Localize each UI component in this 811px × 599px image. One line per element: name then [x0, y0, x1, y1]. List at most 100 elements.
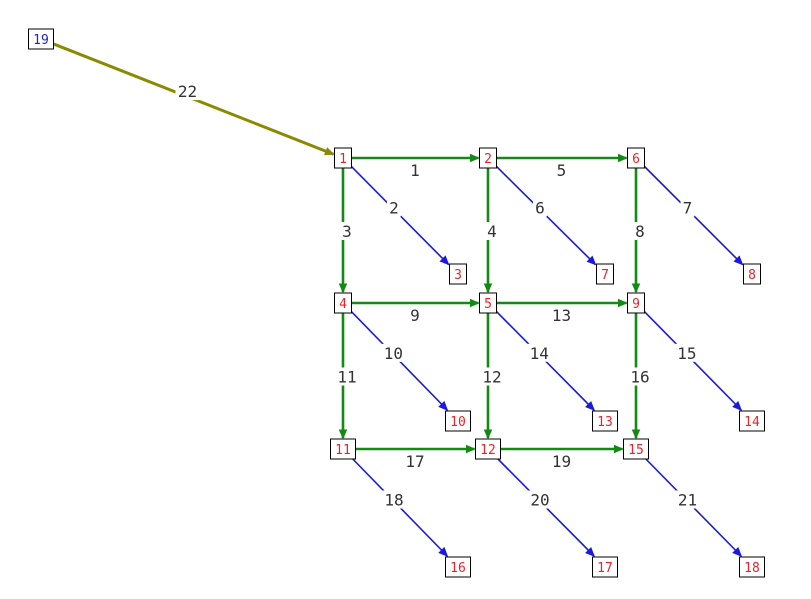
arrowhead-icon — [631, 283, 641, 294]
edge-label-text: 6 — [535, 199, 545, 218]
arrowhead-icon — [618, 153, 628, 163]
node-box — [475, 438, 501, 460]
arrowhead-icon — [614, 444, 624, 454]
node-box — [627, 147, 645, 169]
node-label: 4 — [339, 297, 347, 312]
arrowhead-icon — [438, 400, 449, 411]
node-label: 18 — [744, 561, 760, 576]
node-box — [479, 147, 497, 169]
edge-label-background — [175, 82, 200, 101]
node-3[interactable]: 3 — [449, 263, 467, 285]
edge-label-text: 2 — [389, 198, 399, 217]
node-box — [449, 263, 467, 285]
edge-label-background — [527, 343, 552, 362]
node-5[interactable]: 5 — [479, 292, 497, 314]
edge-label-text: 3 — [342, 222, 352, 241]
node-9[interactable]: 9 — [627, 292, 645, 314]
node-label: 8 — [748, 268, 756, 283]
node-2[interactable]: 2 — [479, 147, 497, 169]
node-label: 17 — [597, 561, 613, 576]
node-4[interactable]: 4 — [334, 292, 352, 314]
edge-label-text: 1 — [410, 161, 420, 180]
edge-label-background — [408, 161, 422, 179]
edge-label-text: 22 — [178, 82, 197, 101]
edge-label-19: 19 — [549, 452, 574, 471]
edge-19 — [500, 444, 624, 454]
node-box — [28, 28, 54, 50]
edge-9 — [351, 298, 480, 308]
edge-label-15: 15 — [674, 343, 699, 363]
edge-label-text: 4 — [487, 222, 497, 241]
node-label: 11 — [335, 443, 351, 458]
edge-label-background — [485, 222, 499, 240]
node-17[interactable]: 17 — [592, 556, 618, 578]
node-label: 12 — [480, 443, 496, 458]
arrowhead-icon — [585, 546, 595, 557]
node-box — [596, 263, 614, 285]
edge-label-1: 1 — [408, 161, 422, 180]
edge-label-17: 17 — [403, 452, 427, 471]
node-label: 13 — [597, 415, 613, 430]
edge-label-18: 18 — [382, 490, 407, 510]
edge-label-background — [633, 222, 647, 240]
arrowhead-icon — [733, 255, 744, 266]
node-14[interactable]: 14 — [739, 410, 765, 432]
edge-label-4: 4 — [485, 222, 499, 241]
node-8[interactable]: 8 — [743, 263, 761, 285]
arrowhead-icon — [732, 546, 743, 557]
arrowhead-icon — [732, 400, 743, 411]
node-10[interactable]: 10 — [445, 410, 471, 432]
arrowhead-icon — [631, 429, 641, 440]
edge-label-13: 13 — [549, 306, 574, 325]
edge-label-10: 10 — [381, 343, 406, 363]
node-label: 7 — [601, 268, 609, 283]
node-label: 15 — [628, 443, 644, 458]
node-6[interactable]: 6 — [627, 147, 645, 169]
node-7[interactable]: 7 — [596, 263, 614, 285]
node-box — [330, 438, 356, 460]
node-box — [592, 410, 618, 432]
node-12[interactable]: 12 — [475, 438, 501, 460]
edge-label-background — [554, 161, 569, 179]
edge-label-text: 18 — [384, 491, 403, 510]
edge-label-7: 7 — [680, 198, 695, 218]
arrowhead-icon — [438, 546, 449, 557]
edge-label-8: 8 — [633, 222, 647, 241]
edge-label-background — [549, 452, 574, 470]
node-box — [592, 556, 618, 578]
node-1[interactable]: 1 — [334, 147, 352, 169]
node-16[interactable]: 16 — [445, 556, 471, 578]
node-box — [743, 263, 761, 285]
arrowhead-icon — [338, 283, 348, 294]
edge-label-12: 12 — [480, 367, 504, 387]
node-11[interactable]: 11 — [330, 438, 356, 460]
node-13[interactable]: 13 — [592, 410, 618, 432]
node-box — [445, 410, 471, 432]
edge-label-background — [675, 490, 700, 509]
node-19[interactable]: 19 — [28, 28, 54, 50]
edge-label-background — [335, 367, 359, 386]
node-label: 2 — [484, 152, 492, 167]
node-box — [739, 556, 765, 578]
node-label: 5 — [484, 297, 492, 312]
edge-label-background — [674, 343, 699, 362]
edge-label-text: 5 — [557, 161, 567, 180]
node-15[interactable]: 15 — [623, 438, 649, 460]
edge-label-16: 16 — [628, 367, 652, 387]
node-box — [739, 410, 765, 432]
node-box — [479, 292, 497, 314]
arrowhead-icon — [483, 283, 493, 294]
edge-label-text: 16 — [630, 368, 649, 387]
edge-label-2: 2 — [387, 198, 401, 217]
node-box — [623, 438, 649, 460]
edge-13 — [496, 298, 628, 308]
edge-label-22: 22 — [175, 82, 200, 101]
edge-label-21: 21 — [675, 490, 700, 510]
node-18[interactable]: 18 — [739, 556, 765, 578]
node-label: 16 — [450, 561, 466, 576]
edge-label-text: 14 — [530, 344, 549, 363]
edge-label-text: 11 — [337, 368, 356, 387]
edge-label-background — [381, 343, 406, 362]
